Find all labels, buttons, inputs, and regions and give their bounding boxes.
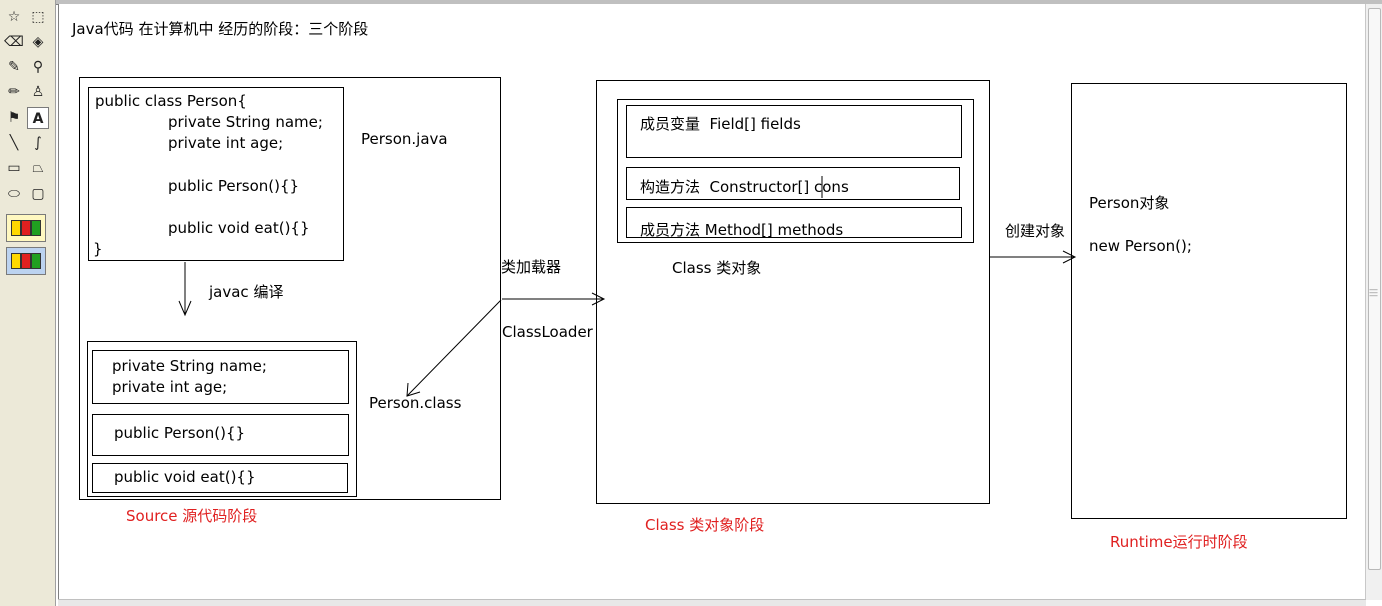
code-line-age: private int age; <box>168 134 284 152</box>
pencil-icon[interactable]: ✏ <box>8 84 20 100</box>
ellipse-tool-icon[interactable]: ⬭ <box>8 186 20 202</box>
class-stage-label: Class 类对象阶段 <box>645 516 765 534</box>
class-loader-cn-label: 类加载器 <box>501 258 562 276</box>
text-tool-icon[interactable]: A <box>27 107 49 129</box>
polygon-tool-icon[interactable]: ⏢ <box>32 160 44 176</box>
free-select-icon[interactable]: ☆ <box>7 9 21 25</box>
airbrush-icon[interactable]: ⚑ <box>7 110 21 126</box>
line-tool-icon[interactable]: ╲ <box>9 135 19 151</box>
code-line-name: private String name; <box>168 113 323 131</box>
class-fields-box <box>92 350 349 404</box>
color-picker-icon[interactable]: ✎ <box>8 59 20 75</box>
javac-label: javac 编译 <box>209 283 284 301</box>
class-loader-en-label: ClassLoader <box>502 323 593 341</box>
class-ctor-box <box>92 414 349 456</box>
java-source-box <box>88 87 344 261</box>
eraser-icon[interactable]: ⌫ <box>4 34 24 50</box>
class-object-box <box>617 99 974 243</box>
fill-bucket-icon[interactable]: ◈ <box>32 34 44 50</box>
class-file-box <box>87 341 357 497</box>
class-file-pointer <box>406 299 502 397</box>
magnifier-icon[interactable]: ⚲ <box>32 59 44 75</box>
class-method-box <box>92 463 348 493</box>
new-person-label: new Person(); <box>1089 237 1192 255</box>
scroll-grip-icon: ——— <box>1369 285 1378 301</box>
person-java-label: Person.java <box>361 130 448 148</box>
javac-arrow-head <box>178 300 192 317</box>
fields-box <box>626 105 962 158</box>
person-class-label: Person.class <box>369 394 462 412</box>
class-field-name: private String name; <box>112 357 267 375</box>
constructors-box <box>626 167 960 200</box>
fields-label: 成员变量 Field[] fields <box>640 115 801 133</box>
tool-box: ☆ ⬚ ⌫ ◈ ✎ ⚲ ✏ ♙ ⚑ A ╲ ∫ ▭ ⏢ ⬭ ▢ <box>0 0 56 606</box>
rect-select-icon[interactable]: ⬚ <box>31 9 45 25</box>
class-loader-arrow-head <box>591 292 606 306</box>
rectangle-tool-icon[interactable]: ▭ <box>7 160 21 176</box>
source-stage-label: Source 源代码阶段 <box>126 507 258 525</box>
methods-label: 成员方法 Method[] methods <box>640 221 844 239</box>
brush-icon[interactable]: ♙ <box>31 84 45 100</box>
vertical-scrollbar[interactable]: ——— <box>1365 4 1382 600</box>
drawing-canvas[interactable] <box>58 4 1365 600</box>
create-object-arrow-head <box>1062 250 1077 264</box>
person-object-label: Person对象 <box>1089 194 1170 212</box>
code-line-close: } <box>93 240 103 258</box>
class-ctor-text: public Person(){} <box>114 424 246 442</box>
code-line-eat: public void eat(){} <box>168 219 310 237</box>
code-line-ctor: public Person(){} <box>168 177 300 195</box>
diagram-title: Java代码 在计算机中 经历的阶段：三个阶段 <box>72 20 369 38</box>
class-file-pointer-head <box>406 382 421 397</box>
class-method-text: public void eat(){} <box>114 468 256 486</box>
class-object-label: Class 类对象 <box>672 259 762 277</box>
constructors-label: 构造方法 Constructor[] cons <box>640 178 849 196</box>
curve-tool-icon[interactable]: ∫ <box>34 135 42 151</box>
code-line-class: public class Person{ <box>95 92 247 110</box>
scroll-thumb[interactable] <box>1368 8 1381 570</box>
rounded-rect-tool-icon[interactable]: ▢ <box>31 186 45 202</box>
class-stage-box <box>596 80 990 504</box>
source-stage-box <box>79 77 501 500</box>
horizontal-scrollbar[interactable] <box>58 599 1366 606</box>
class-field-age: private int age; <box>112 378 228 396</box>
methods-box <box>626 207 962 238</box>
runtime-stage-box <box>1071 83 1347 519</box>
opaque-option-icon[interactable] <box>6 214 46 242</box>
create-object-label: 创建对象 <box>1005 222 1066 240</box>
runtime-stage-label: Runtime运行时阶段 <box>1110 533 1248 551</box>
transparent-option-icon[interactable] <box>6 247 46 275</box>
